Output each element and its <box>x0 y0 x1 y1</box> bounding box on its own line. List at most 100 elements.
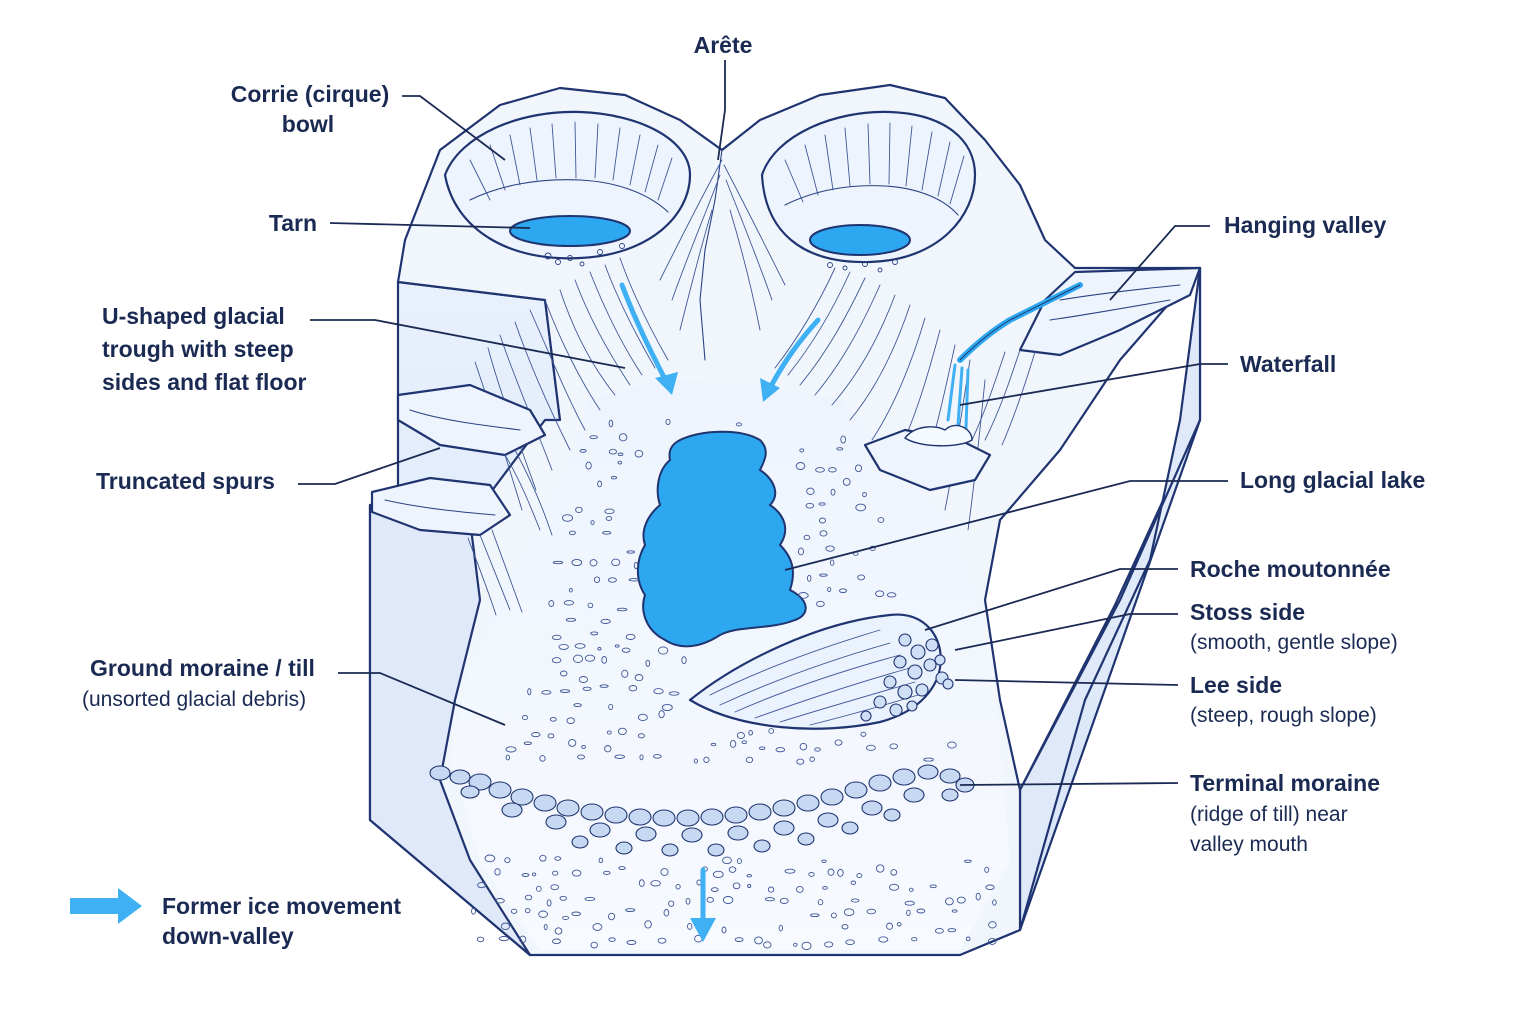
till-pebble <box>947 741 957 749</box>
till-pebble <box>650 880 661 887</box>
till-pebble <box>634 449 644 458</box>
till-pebble <box>568 587 573 593</box>
till-pebble <box>598 857 604 864</box>
till-pebble <box>574 643 586 649</box>
till-pebble <box>608 703 614 711</box>
till-pebble <box>710 742 717 747</box>
till-pebble <box>818 502 826 506</box>
till-pebble <box>652 754 662 759</box>
ground-moraine-pebbles <box>471 418 997 951</box>
till-pebble <box>527 688 532 696</box>
till-pebble <box>573 703 582 708</box>
till-pebble <box>830 488 836 496</box>
till-pebble <box>625 633 636 640</box>
till-pebble <box>575 506 583 514</box>
till-pebble <box>605 516 613 521</box>
till-pebble <box>571 911 582 917</box>
till-pebble <box>836 447 844 451</box>
left-corrie <box>443 110 692 260</box>
till-pebble <box>806 487 815 495</box>
till-pebble <box>759 746 766 750</box>
till-pebble <box>793 942 798 947</box>
label-tarn: Tarn <box>269 210 317 236</box>
till-pebble <box>494 868 501 876</box>
till-pebble <box>661 703 673 712</box>
ice-arrow-right-head <box>760 378 780 402</box>
till-pebble <box>850 880 857 885</box>
till-pebble <box>703 756 710 763</box>
till-pebble <box>784 868 796 874</box>
till-pebble <box>510 908 518 914</box>
till-pebble <box>559 670 568 677</box>
till-pebble <box>754 936 763 945</box>
ice-flow-arrows <box>619 282 821 942</box>
till-pebble <box>589 559 598 567</box>
till-pebble <box>606 730 612 735</box>
till-pebble <box>590 941 598 949</box>
till-pebble <box>645 659 651 667</box>
legend-line2: down-valley <box>162 923 294 949</box>
till-pebble <box>984 866 990 873</box>
till-pebble <box>734 937 744 942</box>
till-pebble <box>593 576 601 583</box>
label-truncated-spurs: Truncated spurs <box>96 468 275 494</box>
till-pebble <box>559 895 568 901</box>
till-pebble <box>607 577 617 583</box>
truncated-spurs <box>370 383 553 616</box>
till-pebble <box>763 941 772 949</box>
till-pebble <box>589 435 598 440</box>
till-pebble <box>626 550 635 554</box>
till-pebble <box>854 464 863 473</box>
till-pebble <box>521 873 530 877</box>
label-terminal-line2: (ridge of till) near <box>1190 803 1348 826</box>
till-pebble <box>824 941 834 948</box>
till-pebble <box>992 899 997 906</box>
till-pebble <box>805 502 815 509</box>
till-pebble <box>551 657 562 664</box>
left-valley-wall-hatching <box>474 257 669 511</box>
till-pebble <box>653 688 664 695</box>
label-ground-moraine-line1: Ground moraine / till <box>90 655 315 681</box>
till-pebble <box>637 713 648 722</box>
ice-arrow-left <box>619 282 671 388</box>
label-terminal-line3: valley mouth <box>1190 833 1308 856</box>
till-pebble <box>608 448 617 455</box>
till-pebble <box>599 684 609 688</box>
till-pebble <box>658 710 665 719</box>
till-pebble <box>865 744 876 751</box>
till-pebble <box>637 733 645 739</box>
till-pebble <box>747 884 752 888</box>
till-pebble <box>712 870 724 879</box>
ice-arrow-right <box>767 317 821 391</box>
till-pebble <box>722 896 734 904</box>
till-pebble <box>837 868 844 877</box>
till-pebble <box>896 922 902 927</box>
ice-arrow-down-head <box>690 918 716 942</box>
block-model <box>368 83 1202 957</box>
label-trough-line1: U-shaped glacial <box>102 303 285 329</box>
till-pebble <box>608 419 614 428</box>
till-pebble <box>877 517 885 523</box>
label-trough-line3: sides and flat floor <box>102 369 307 395</box>
till-pebble <box>626 940 637 945</box>
till-pebble <box>618 866 626 871</box>
till-pebble <box>803 534 811 541</box>
till-pebble <box>736 731 745 740</box>
till-pebble <box>552 938 561 945</box>
till-pebble <box>829 559 835 566</box>
till-pebble <box>663 909 670 917</box>
till-pebble <box>862 491 867 498</box>
till-pebble <box>916 908 926 914</box>
till-pebble <box>855 503 867 512</box>
till-pebble <box>549 716 557 722</box>
till-pebble <box>578 676 589 683</box>
till-pebble <box>795 885 804 893</box>
right-corrie <box>760 110 977 264</box>
till-pebble <box>614 754 625 759</box>
till-pebble <box>728 866 737 873</box>
till-pebble <box>828 467 837 473</box>
label-trough-line2: trough with steep <box>102 336 294 362</box>
till-pebble <box>524 894 533 901</box>
till-pebble <box>736 422 742 427</box>
